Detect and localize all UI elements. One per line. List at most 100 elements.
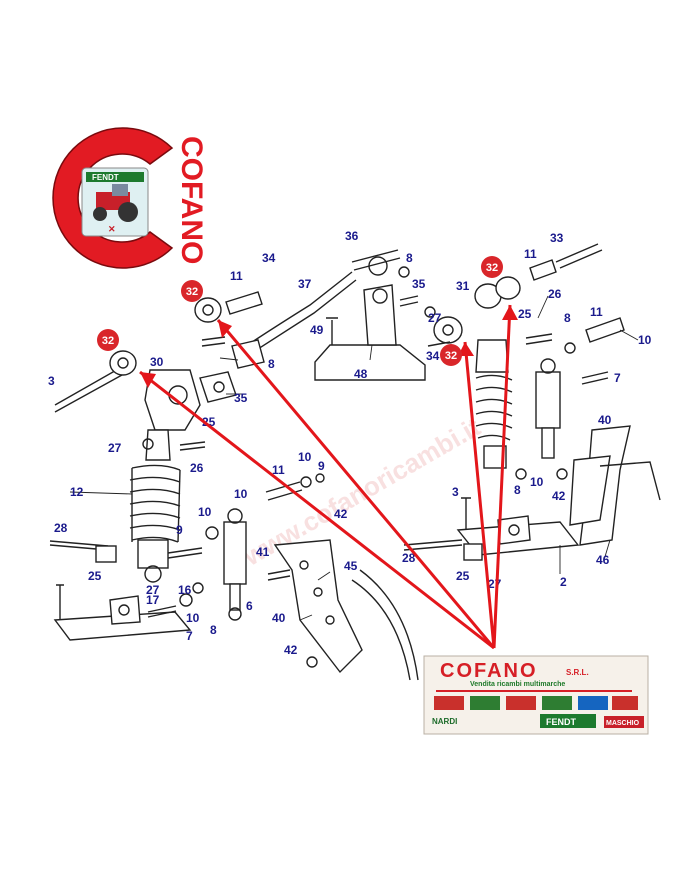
label-40-right: 40 <box>598 413 612 427</box>
label-11-far: 11 <box>590 305 603 319</box>
bushing-32-right-upper <box>495 276 521 300</box>
label-42-mid: 42 <box>334 507 348 521</box>
banner-brand-fendt-badge <box>540 714 596 728</box>
arrow-to-right-lower <box>463 341 496 649</box>
bolt-33 <box>555 243 603 269</box>
banner-brand-maschio-badge <box>604 716 644 728</box>
damper-6 <box>223 521 247 585</box>
coil-spring-right <box>475 374 513 441</box>
badge-32-right-upper: 32 <box>481 256 503 278</box>
label-8-low: 8 <box>210 623 217 637</box>
bracket-46 <box>569 455 611 526</box>
rod-end-36 <box>368 256 388 276</box>
label-12: 12 <box>70 485 84 499</box>
shock-top-right <box>475 339 509 373</box>
spacer-25 <box>95 545 117 563</box>
label-35-mid: 35 <box>234 391 248 405</box>
pin-11 <box>265 481 303 501</box>
washer-8 <box>192 582 204 594</box>
bushing-32-top <box>194 297 222 323</box>
banner-brand-fendt: FENDT <box>546 717 576 727</box>
callout-arrows <box>139 304 518 650</box>
label-8-right: 8 <box>564 311 571 325</box>
label-35-top: 35 <box>412 277 426 291</box>
callout-badges: 32 32 32 32 <box>97 256 503 366</box>
label-25-low: 25 <box>456 569 470 583</box>
pin-11-right <box>529 259 557 281</box>
label-16: 16 <box>178 583 192 597</box>
nut-8-top <box>398 266 410 278</box>
label-11-top: 11 <box>230 269 243 283</box>
label-10-left: 10 <box>234 487 248 501</box>
label-7-left: 7 <box>186 629 193 643</box>
label-10-mid: 10 <box>298 450 312 464</box>
spacer-25-right <box>463 543 483 561</box>
bracket-link <box>199 371 237 403</box>
tractor-icon <box>93 184 138 222</box>
cofano-banner: COFANO S.R.L. Vendita ricambi multimarch… <box>423 655 649 735</box>
arrow-to-top <box>216 319 496 649</box>
label-3-right: 3 <box>452 485 459 499</box>
label-33: 33 <box>550 231 564 245</box>
base-lug <box>109 595 141 625</box>
label-27-left: 27 <box>108 441 122 455</box>
damper-right <box>535 371 561 429</box>
banner-tractors-icon <box>434 696 638 710</box>
label-9: 9 <box>176 523 183 537</box>
label-8-lowright: 8 <box>514 483 521 497</box>
vertical-brand-name: COFANO <box>175 136 208 264</box>
logo-mark-icon: ✕ <box>108 224 116 234</box>
svg-text:32: 32 <box>186 286 198 298</box>
pin-11-far-right <box>585 317 625 343</box>
label-7-right: 7 <box>614 371 621 385</box>
bolt-16 <box>147 605 177 618</box>
arrowhead-right-lower <box>458 342 474 356</box>
leader-lines <box>69 295 639 621</box>
label-27-right: 27 <box>428 311 442 325</box>
brand-logo: FENDT ✕ COFANO <box>52 127 208 269</box>
bushing-30 <box>109 350 137 376</box>
badge-32-left: 32 <box>97 329 119 351</box>
label-25-left: 25 <box>88 569 102 583</box>
svg-text:32: 32 <box>486 262 498 274</box>
label-46: 46 <box>596 553 610 567</box>
label-45: 45 <box>344 559 358 573</box>
svg-text:32: 32 <box>102 335 114 347</box>
shock-lower-body <box>137 539 169 569</box>
label-26-left: 26 <box>190 461 204 475</box>
bracket-48-upright <box>363 284 397 346</box>
badge-32-right-lower: 32 <box>440 344 462 366</box>
coil-spring-12 <box>129 464 181 543</box>
bolt-41 <box>267 569 291 581</box>
nut-42-right <box>556 468 568 480</box>
bolt-34 <box>201 336 226 347</box>
svg-text:32: 32 <box>445 350 457 362</box>
label-2: 2 <box>560 575 567 589</box>
label-17: 17 <box>146 593 160 607</box>
bolt-35 <box>399 295 419 307</box>
bolt-49 <box>326 317 338 345</box>
frame-edge <box>599 461 661 501</box>
label-11-right: 11 <box>524 247 537 261</box>
label-26-right: 26 <box>548 287 562 301</box>
threaded-rod-28-right <box>403 539 463 551</box>
bracket-48-base <box>314 344 426 381</box>
label-10-far: 10 <box>638 333 652 347</box>
label-10-b: 10 <box>198 505 212 519</box>
wheel-arc <box>351 579 411 681</box>
nut-8-right <box>564 342 576 354</box>
logo-emblem-text: FENDT <box>92 173 119 182</box>
label-8-top: 8 <box>406 251 413 265</box>
label-34-right: 34 <box>426 349 440 363</box>
label-10-low: 10 <box>186 611 200 625</box>
arrow-to-30 <box>139 370 495 650</box>
nut-42 <box>306 656 318 668</box>
label-37: 37 <box>298 277 312 291</box>
label-31: 31 <box>456 279 470 293</box>
upper-bracket-left <box>144 369 201 431</box>
label-8-mid: 8 <box>268 357 275 371</box>
label-48: 48 <box>354 367 368 381</box>
bolt-7-right <box>581 371 609 385</box>
banner-title: COFANO <box>440 660 538 682</box>
